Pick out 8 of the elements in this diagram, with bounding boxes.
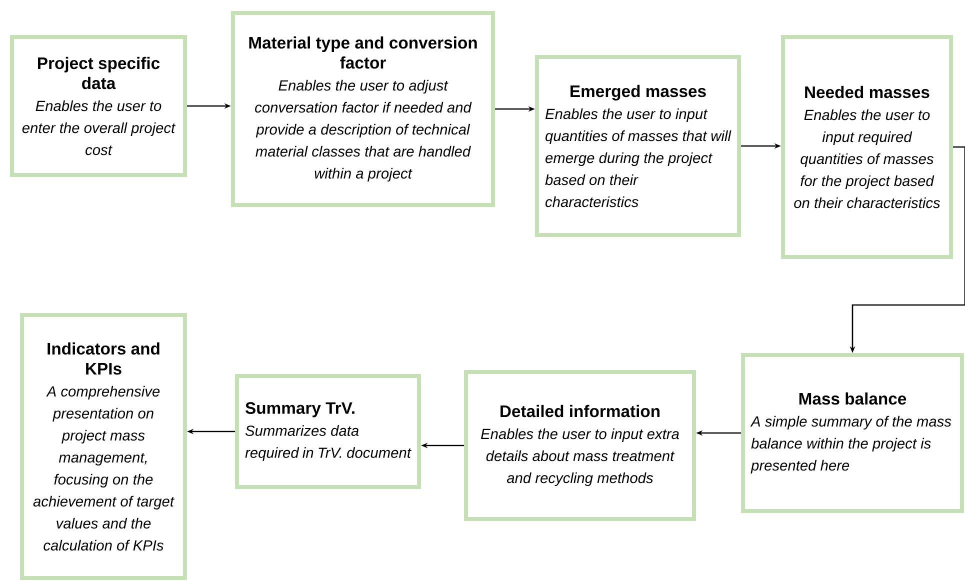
process-box: Emerged masses Enables the user to input quantities of masses that will emerge during the project based on their characteristics — [535, 55, 741, 237]
process-box: Needed masses Enables the user to input required quantities of masses for the project based on their characteristics — [781, 35, 953, 259]
process-box: Material type and conversion factor Enables the user to adjust conversation factor if needed and provide a description of technical material classes that are handled within a project — [231, 11, 495, 207]
process-box: Mass balance A simple summary of the mass balance within the project is presented here — [741, 353, 964, 513]
process-box: Summary TrV. Summarizes data required in TrV. document — [235, 374, 421, 489]
process-box: Detailed information Enables the user to input extra details about mass treatment and recycling methods — [464, 370, 696, 521]
process-box: Project specific data Enables the user to enter the overall project cost — [10, 35, 188, 177]
process-box: Indicators and KPIs A comprehensive presentation on project mass management, focusing on the achievement of target values and the calculation of KPIs — [20, 313, 187, 580]
